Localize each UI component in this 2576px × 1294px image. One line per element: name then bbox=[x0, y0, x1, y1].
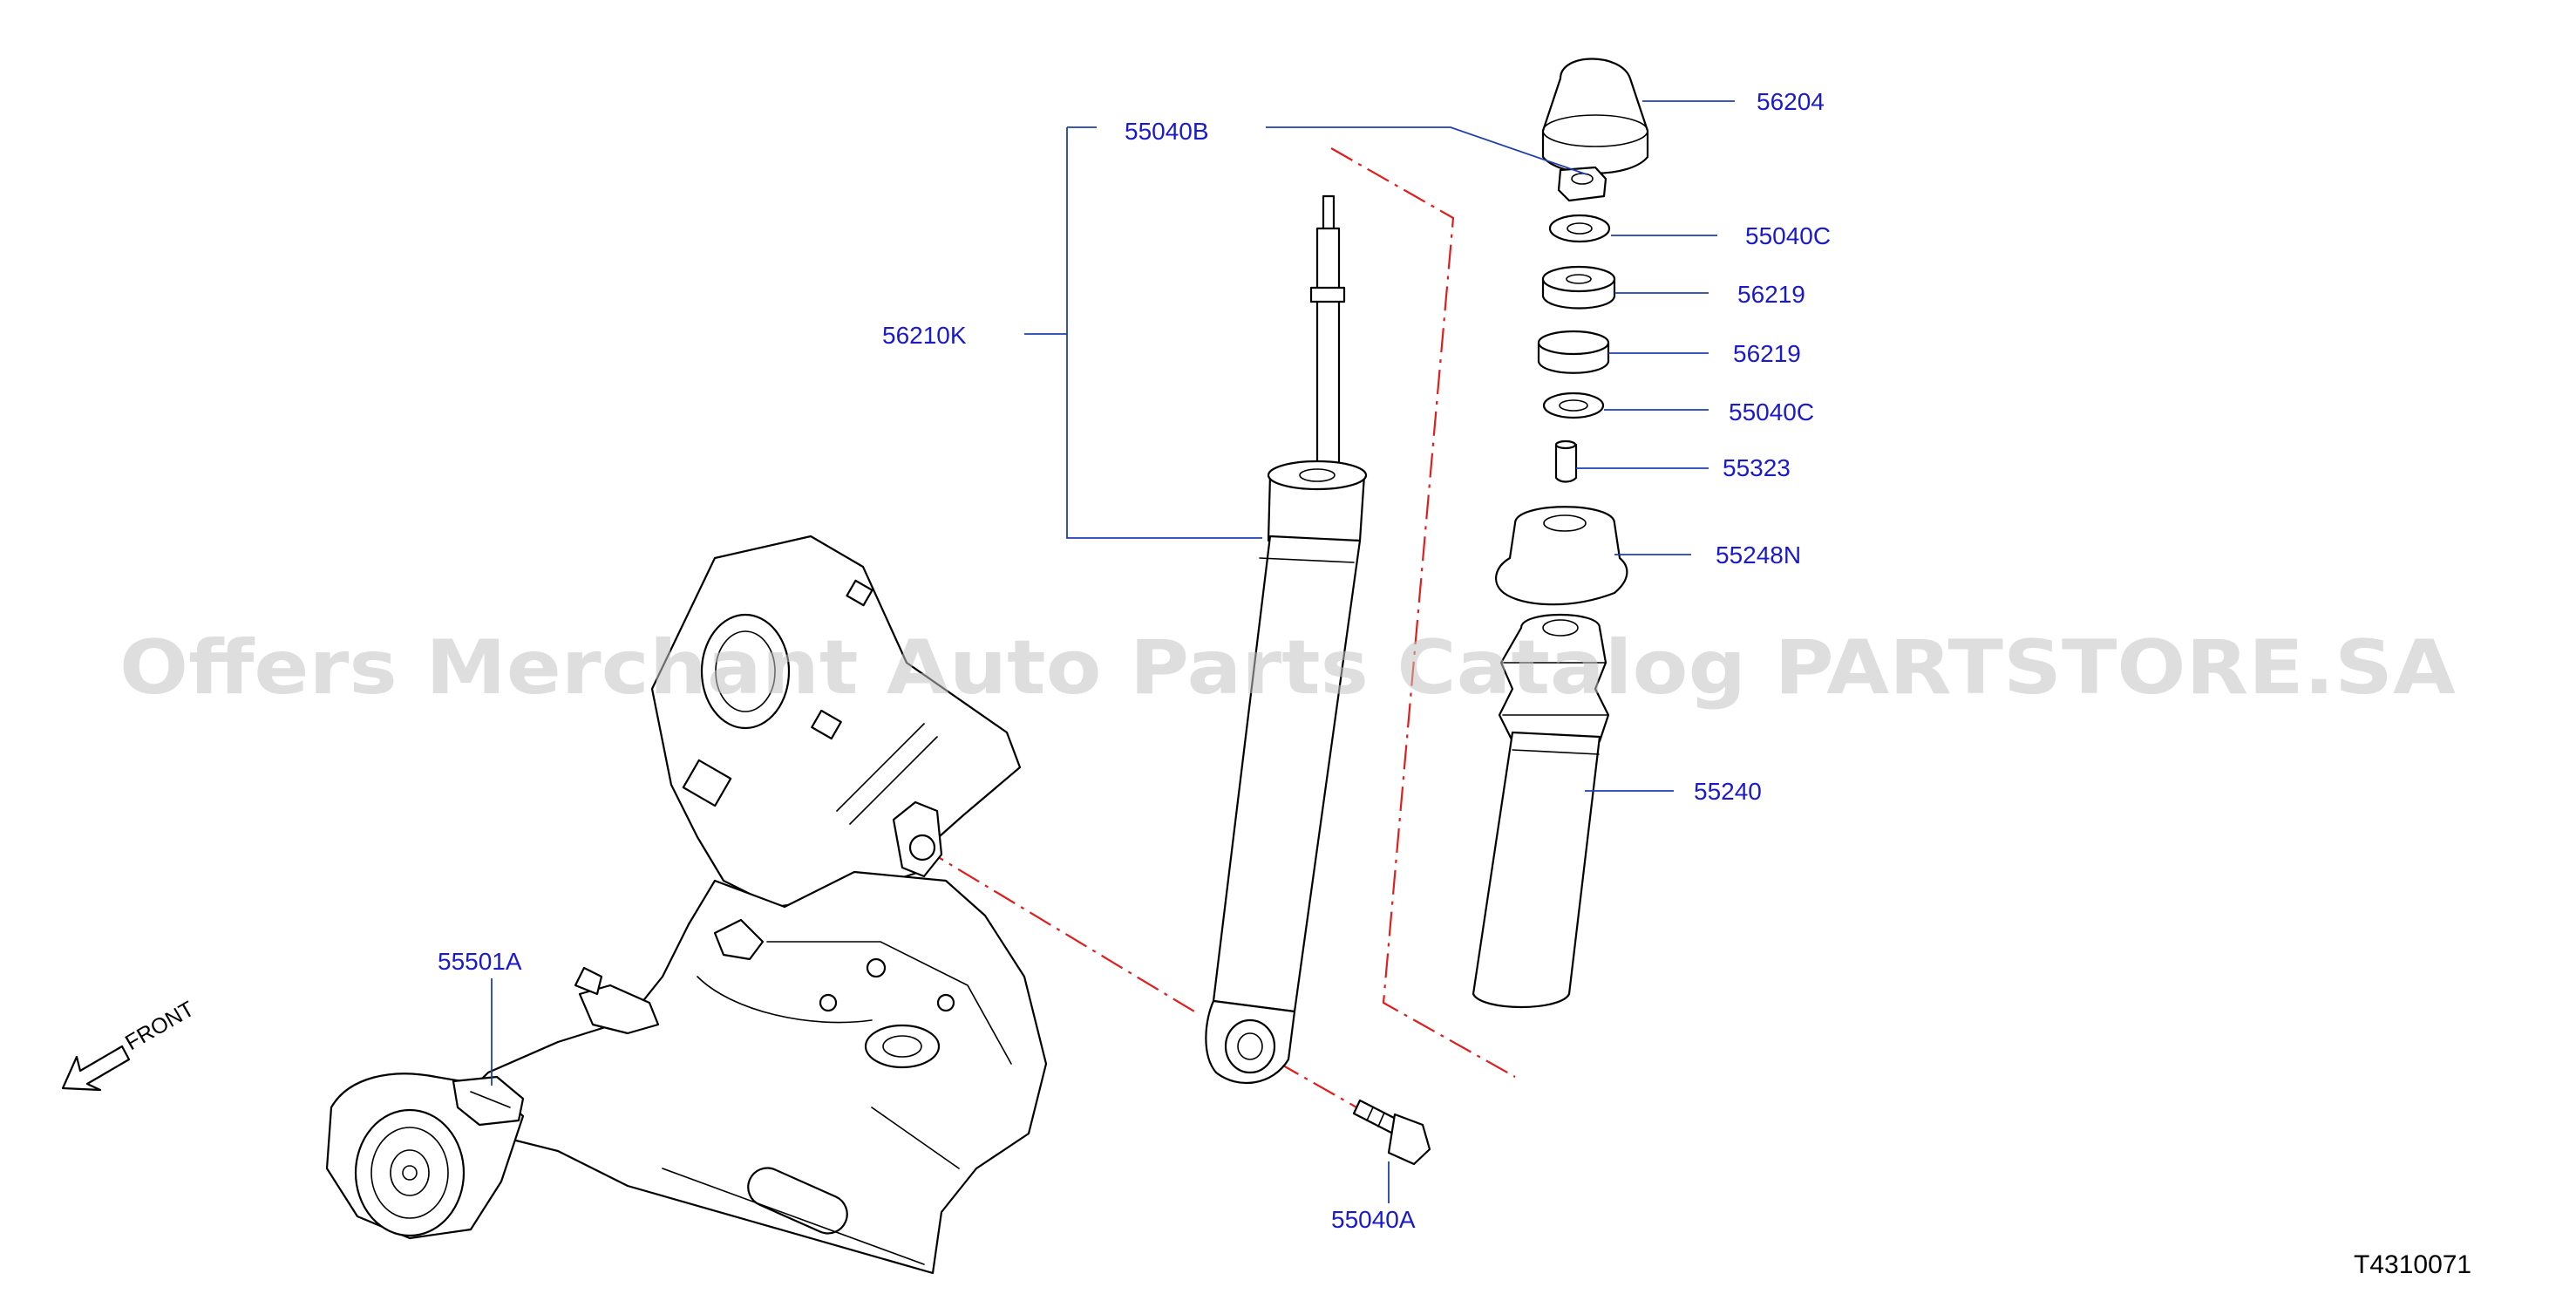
axle-beam bbox=[408, 870, 1048, 1275]
mounting-bolt bbox=[1352, 1099, 1431, 1166]
shock-absorber bbox=[1205, 194, 1368, 1085]
front-label: FRONT bbox=[121, 997, 199, 1055]
label-55040C-bottom: 55040C bbox=[1729, 398, 1814, 426]
label-56219-bottom: 56219 bbox=[1733, 340, 1801, 367]
mount-stack bbox=[1472, 58, 1649, 1009]
label-55501A: 55501A bbox=[438, 948, 522, 975]
label-55323: 55323 bbox=[1723, 454, 1791, 481]
shock-body bbox=[1212, 535, 1362, 1013]
label-55248N: 55248N bbox=[1716, 541, 1801, 569]
beam-cutout bbox=[747, 1167, 848, 1235]
front-arrow-icon bbox=[61, 1045, 131, 1092]
diagram-code: T4310071 bbox=[2354, 1250, 2471, 1279]
label-55040A: 55040A bbox=[1331, 1206, 1416, 1233]
spring-seat bbox=[864, 1024, 941, 1069]
label-55040C-top: 55040C bbox=[1745, 222, 1831, 249]
dust-boot-bellows bbox=[1498, 613, 1610, 743]
label-55240: 55240 bbox=[1694, 778, 1762, 805]
lower-washer bbox=[1542, 392, 1605, 419]
watermark: Offers Merchant Auto Parts Catalog PARTS… bbox=[119, 624, 2456, 712]
assembly-centerlines bbox=[921, 147, 1516, 1113]
piston-rod-tip bbox=[1322, 194, 1336, 233]
label-56210K: 56210K bbox=[882, 322, 967, 349]
dust-boot-tube bbox=[1472, 731, 1601, 1009]
bound-bumper bbox=[1495, 506, 1628, 606]
bolt-head bbox=[1387, 1113, 1431, 1166]
distance-sleeve bbox=[1554, 443, 1578, 483]
front-indicator: FRONT bbox=[61, 997, 199, 1092]
bushing-bracket bbox=[452, 1075, 525, 1127]
upper-washer bbox=[1548, 214, 1611, 243]
mount-cap bbox=[1541, 58, 1649, 174]
label-56204: 56204 bbox=[1757, 88, 1825, 115]
label-55040B: 55040B bbox=[1125, 118, 1209, 145]
label-56219-top: 56219 bbox=[1737, 281, 1805, 308]
part-labels: 56204 55040B 55040C 56219 56219 55040C 5… bbox=[438, 88, 1831, 1233]
bracket-slot bbox=[682, 759, 732, 807]
leader-lines bbox=[491, 100, 1735, 1203]
piston-rod bbox=[1315, 227, 1341, 467]
rear-axle-assembly bbox=[325, 535, 1048, 1275]
